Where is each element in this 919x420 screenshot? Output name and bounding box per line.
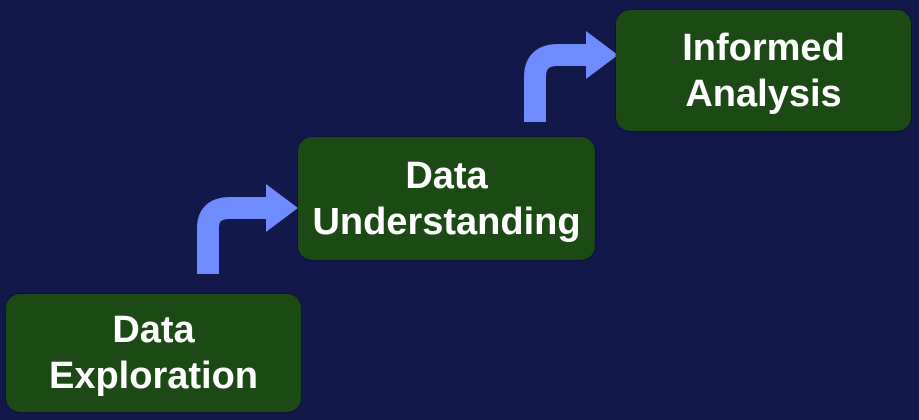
curved-arrow-icon [524, 31, 618, 122]
step-label-line1: Informed [682, 26, 845, 69]
step-data-exploration: Data Exploration [6, 294, 301, 412]
step-data-understanding: Data Understanding [298, 137, 595, 260]
step-label-line2: Understanding [312, 200, 581, 243]
curved-arrow-icon [197, 184, 298, 274]
step-label-line1: Data [405, 154, 488, 197]
step-label-line2: Exploration [48, 355, 259, 397]
step-label-line2: Analysis [685, 72, 842, 115]
step-informed-analysis: Informed Analysis [616, 10, 911, 131]
step-label-line1: Data [112, 309, 195, 351]
